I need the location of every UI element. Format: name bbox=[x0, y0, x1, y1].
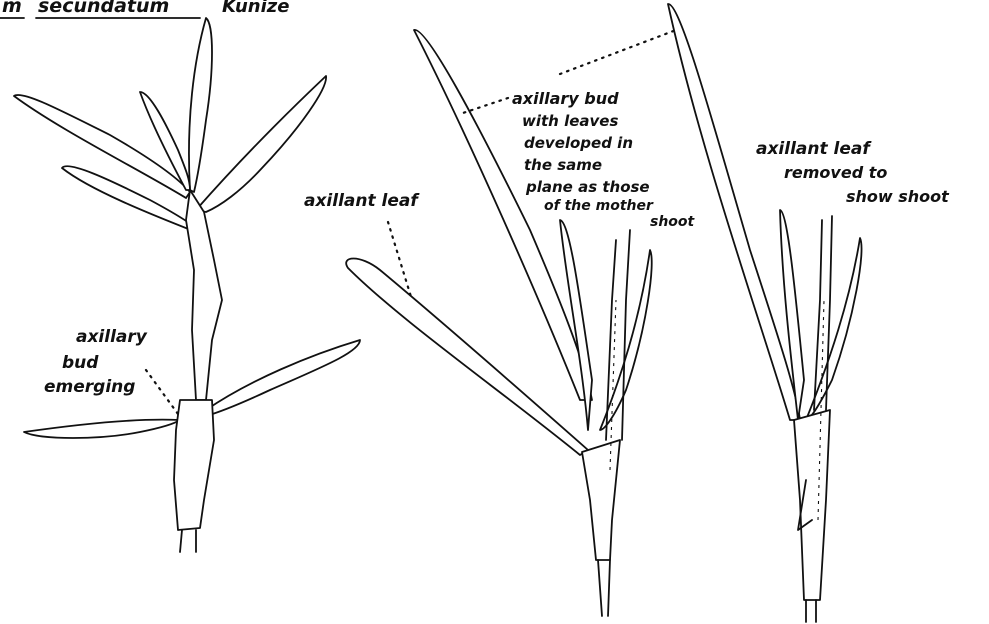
label-axillant-removed-line2: removed to bbox=[784, 163, 887, 182]
label-axillary-bud-line5: plane as those bbox=[525, 178, 650, 196]
title-author: Kunize bbox=[222, 0, 289, 17]
left-stem-base-a bbox=[180, 530, 182, 552]
left-leaf-bud-emerging bbox=[24, 420, 180, 438]
left-stem-upper bbox=[186, 190, 222, 400]
label-axillary-bud-line7: shoot bbox=[650, 214, 696, 230]
left-plant: axillary bud emerging bbox=[14, 18, 360, 552]
label-axillary-bud-line3: developed in bbox=[524, 134, 633, 152]
label-axillant-removed-line1: axillant leaf bbox=[756, 139, 872, 159]
right-plant: axillant leaf removed to show shoot bbox=[668, 4, 950, 622]
label-bud-emerging-line1: axillary bbox=[76, 327, 148, 347]
label-axillary-bud-line2: with leaves bbox=[522, 112, 618, 130]
left-leaf-lower-left bbox=[62, 166, 198, 232]
middle-plant: axillant leaf axillary bud with leaves d… bbox=[304, 30, 696, 616]
label-bud-emerging-line3: emerging bbox=[44, 377, 135, 397]
label-axillant-leaf-middle: axillant leaf bbox=[304, 191, 420, 211]
left-leaf-lower-right bbox=[206, 340, 360, 416]
right-stem bbox=[794, 410, 830, 600]
title-genus-fragment: m bbox=[2, 0, 22, 17]
left-stem-lower bbox=[174, 400, 214, 530]
diagram-title: m secundatum Kunize bbox=[0, 0, 289, 18]
label-axillary-bud-line6: of the mother bbox=[544, 198, 654, 214]
label-axillant-removed-line3: show shoot bbox=[846, 187, 950, 206]
label-axillary-bud-line1: axillary bud bbox=[512, 89, 619, 108]
middle-root-b bbox=[608, 560, 610, 616]
pointer-bud-emerging bbox=[146, 370, 178, 414]
middle-inner-shoot-b bbox=[622, 230, 630, 440]
label-bud-emerging-line2: bud bbox=[62, 353, 99, 373]
middle-root-a bbox=[598, 560, 602, 616]
left-leaf-top-center bbox=[189, 18, 212, 192]
middle-stem bbox=[582, 440, 620, 560]
title-species: secundatum bbox=[38, 0, 169, 17]
label-axillary-bud-line4: the same bbox=[524, 156, 602, 174]
pointer-axillary-bud-right bbox=[560, 30, 676, 74]
